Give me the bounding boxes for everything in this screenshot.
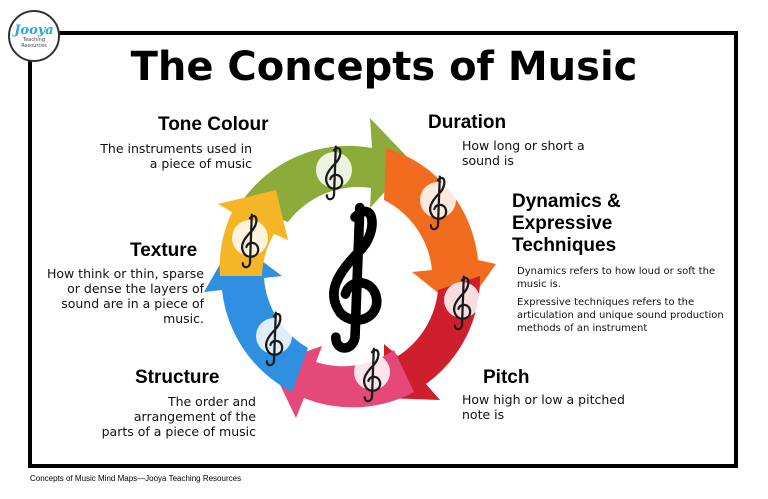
texture-description: How think or thin, sparse or dense the l… [36, 266, 204, 326]
concepts-wheel [204, 118, 496, 418]
dynamics-description: Dynamics refers to how loud or soft the … [517, 265, 732, 335]
dynamics-heading-line: Techniques [512, 235, 617, 256]
texture-line: or dense the layers of [67, 281, 204, 296]
structure-heading: Structure [135, 367, 220, 388]
dynamics-heading: Dynamics & Expressive Techniques [512, 191, 621, 257]
expressive-line: methods of an instrument [517, 323, 648, 334]
center-treble-clef-icon [329, 202, 382, 353]
segment-duration [384, 148, 496, 312]
pitch-line: note is [462, 407, 505, 422]
expressive-line: Expressive techniques refers to the [517, 297, 695, 308]
tone-colour-description: The instruments used in a piece of music [80, 141, 252, 171]
texture-line: music. [163, 311, 204, 326]
jooya-logo: Jooya Teaching Resources [8, 10, 60, 62]
duration-heading: Duration [428, 112, 507, 133]
pitch-line: How high or low a pitched [462, 392, 625, 407]
dynamics-heading-line: Expressive [512, 213, 613, 234]
duration-description: How long or short a sound is [462, 138, 632, 168]
treble-clef-icon [420, 175, 456, 231]
expressive-line: articulation and unique sound production [517, 310, 724, 321]
dynamics-heading-line: Dynamics & [512, 191, 621, 212]
treble-clef-icon [316, 145, 352, 201]
structure-line: parts of a piece of music [101, 424, 256, 439]
page-title: The Concepts of Music [130, 44, 638, 90]
texture-line: How think or thin, sparse [46, 266, 204, 281]
texture-line: sound are in a piece of [61, 296, 204, 311]
dynamics-line: music is. [517, 279, 561, 290]
structure-line: The order and [167, 394, 256, 409]
pitch-heading: Pitch [483, 367, 530, 388]
pitch-description: How high or low a pitched note is [462, 392, 652, 422]
footer-credit: Concepts of Music Mind Maps—Jooya Teachi… [30, 474, 242, 483]
treble-clef-icon [232, 213, 268, 269]
tone-colour-line: a piece of music [149, 156, 252, 171]
structure-line: arrangement of the [133, 409, 256, 424]
logo-brand: Jooya [14, 22, 54, 38]
duration-line: sound is [462, 153, 514, 168]
logo-tagline: Teaching Resources [21, 36, 47, 49]
tone-colour-line: The instruments used in [100, 141, 252, 156]
treble-clef-icon [256, 311, 292, 367]
treble-clef-icon [354, 347, 390, 403]
segment-structure [204, 240, 308, 392]
texture-heading: Texture [130, 240, 198, 261]
dynamics-line: Dynamics refers to how loud or soft the [517, 266, 716, 277]
tone-colour-heading: Tone Colour [158, 114, 269, 135]
duration-line: How long or short a [462, 138, 585, 153]
treble-clef-icon [444, 275, 480, 331]
structure-description: The order and arrangement of the parts o… [84, 394, 256, 439]
